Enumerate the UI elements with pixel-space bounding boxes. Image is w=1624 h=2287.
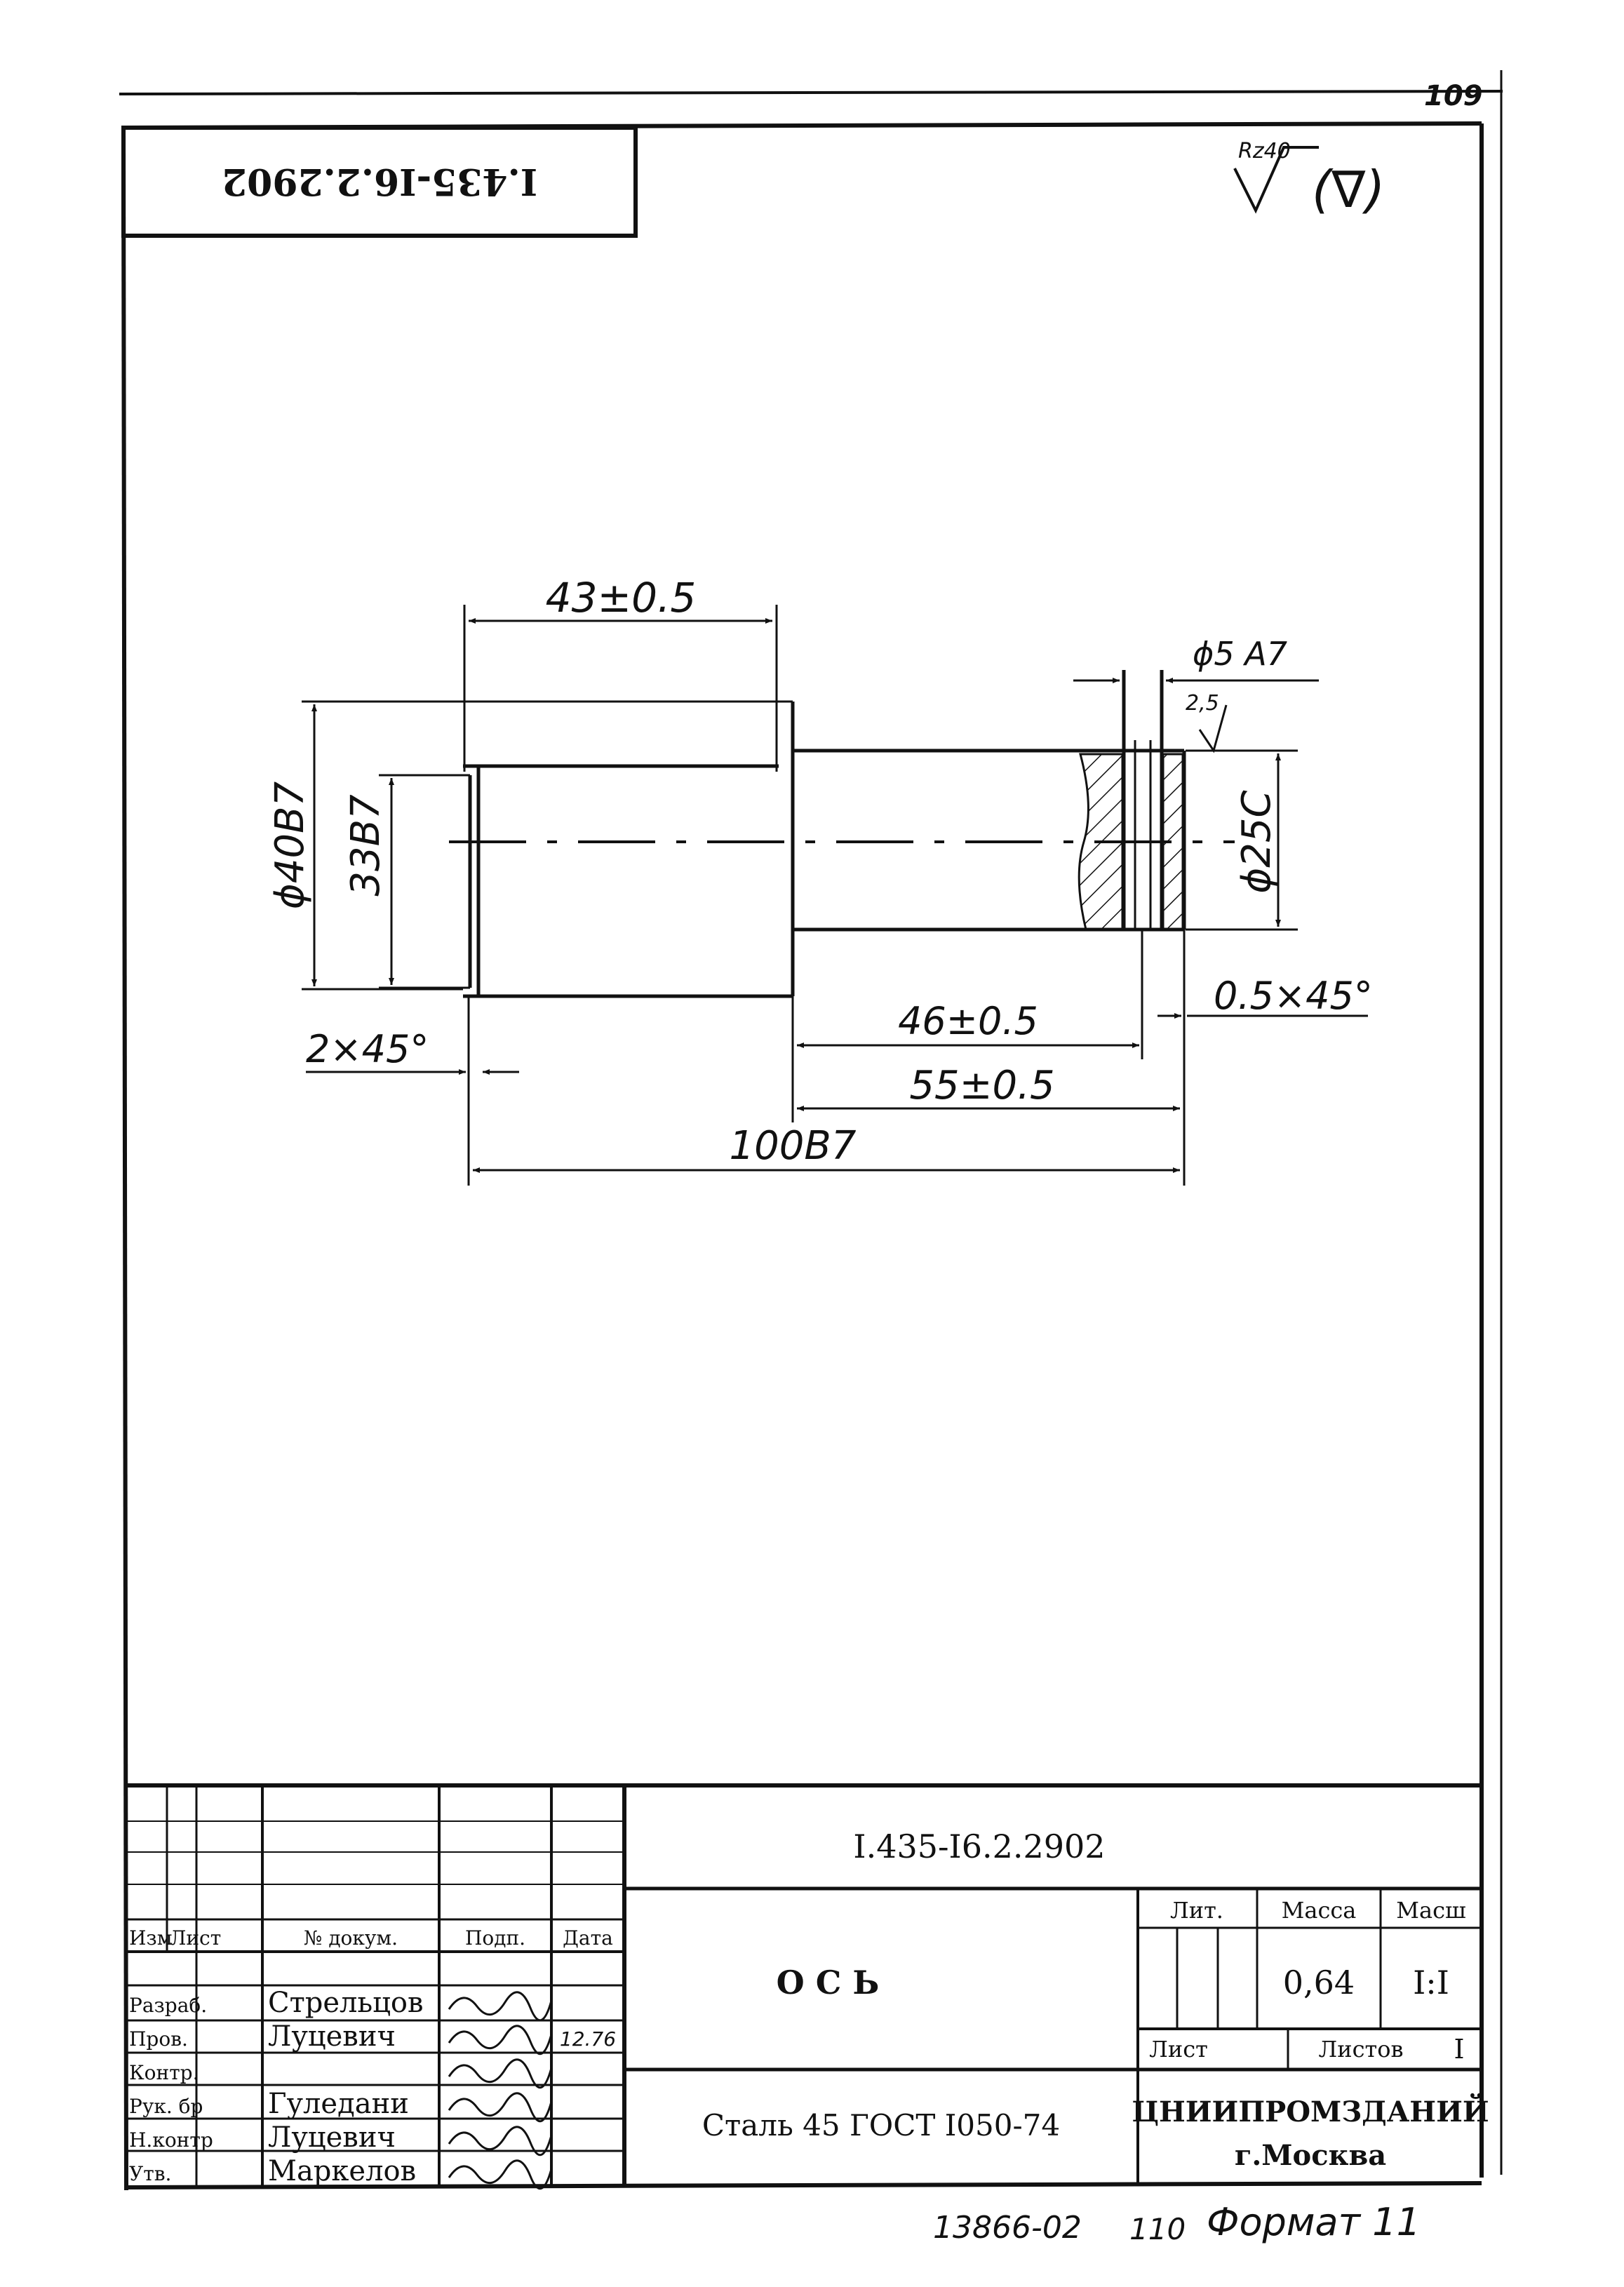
sheet-number: 109 [1424, 80, 1483, 112]
tb-organization-2: г.Москва [1235, 2139, 1386, 2172]
role-label: Разраб. [129, 1994, 207, 2017]
dim-diameter-40: ϕ40B7 [267, 782, 313, 910]
dim-diameter-33: 33B7 [343, 794, 389, 897]
tb-header-list: Лист [170, 1926, 221, 1950]
dim-length-100: 100B7 [730, 1123, 857, 1169]
tb-part-name: О С Ь [777, 1964, 880, 2001]
tb-designation: I.435-I6.2.2902 [853, 1827, 1105, 1865]
role-signature [448, 2058, 553, 2089]
role-signature [448, 2159, 553, 2190]
tb-scale-value: I:I [1413, 1964, 1449, 2001]
role-name: Стрельцов [268, 1987, 424, 2019]
role-label: Н.контр [129, 2128, 213, 2152]
role-name: Гуледани [268, 2088, 409, 2120]
role-name: Луцевич [268, 2121, 396, 2154]
dim-diameter-25: ϕ25C [1234, 790, 1280, 893]
designation-stamp-text: I.435-I6.2.2902 [222, 160, 537, 203]
tb-mass-value: 0,64 [1283, 1964, 1355, 2001]
dim-hole-diameter: ϕ5 A7 [1193, 635, 1287, 673]
tb-header-sheet: Лист [1149, 2036, 1208, 2063]
roughness-bracket: (∇) [1312, 160, 1385, 219]
role-label: Контр. [129, 2061, 199, 2084]
dim-chamfer-left: 2×45° [306, 1027, 429, 1071]
tb-sheets-value: I [1454, 2034, 1464, 2065]
role-signature [448, 2025, 553, 2055]
role-label: Рук. бр [129, 2095, 203, 2118]
tb-header-izm: Изм [129, 1926, 172, 1950]
designation-stamp-box: I.435-I6.2.2902 [121, 126, 638, 238]
tb-header-sheets: Листов [1319, 2036, 1404, 2063]
tb-material: Сталь 45 ГОСТ I050-74 [702, 2108, 1060, 2142]
role-label: Утв. [129, 2162, 171, 2185]
dim-chamfer-right: 0.5×45° [1214, 974, 1373, 1018]
role-signature [448, 2092, 553, 2123]
tb-header-lit: Лит. [1170, 1897, 1223, 1924]
footer: 13866-02 110 Формат 11 [933, 2200, 1421, 2246]
tb-header-doc: № докум. [304, 1926, 398, 1950]
dim-length-46: 46±0.5 [898, 999, 1038, 1043]
dim-length-43: 43±0.5 [546, 574, 697, 622]
dimension-labels: 43±0.5 ϕ5 A7 2,5 ϕ40B7 33B7 ϕ25C 0.5×45°… [267, 574, 1373, 1169]
role-name: Маркелов [268, 2155, 416, 2187]
role-signature [448, 2126, 553, 2157]
footer-inventory: 13866-02 [933, 2210, 1082, 2246]
footer-format: Формат 11 [1207, 2200, 1421, 2244]
role-signature [448, 1991, 553, 2022]
tb-header-date: Дата [563, 1926, 613, 1950]
tb-header-sign: Подп. [465, 1926, 525, 1950]
dim-length-55: 55±0.5 [909, 1063, 1054, 1108]
surface-finish-symbol: Rz40 (∇) [1233, 139, 1385, 219]
tb-organization-1: ЦНИИПРОМЗДАНИЙ [1132, 2093, 1489, 2128]
footer-page-index: 110 [1129, 2212, 1186, 2246]
dimension-lines [302, 605, 1368, 1186]
tb-header-mass: Масса [1282, 1897, 1357, 1924]
role-name: Луцевич [268, 2020, 396, 2053]
roughness-label: Rz40 [1238, 139, 1291, 163]
role-date: 12.76 [560, 2027, 616, 2051]
dim-hole-finish: 2,5 [1186, 691, 1219, 716]
shaft-part [463, 670, 1186, 998]
tb-header-scale: Масш [1396, 1897, 1466, 1924]
role-label: Пров. [129, 2027, 188, 2051]
title-block-text: I.435-I6.2.2902 О С Ь Сталь 45 ГОСТ I050… [129, 1827, 1489, 2172]
